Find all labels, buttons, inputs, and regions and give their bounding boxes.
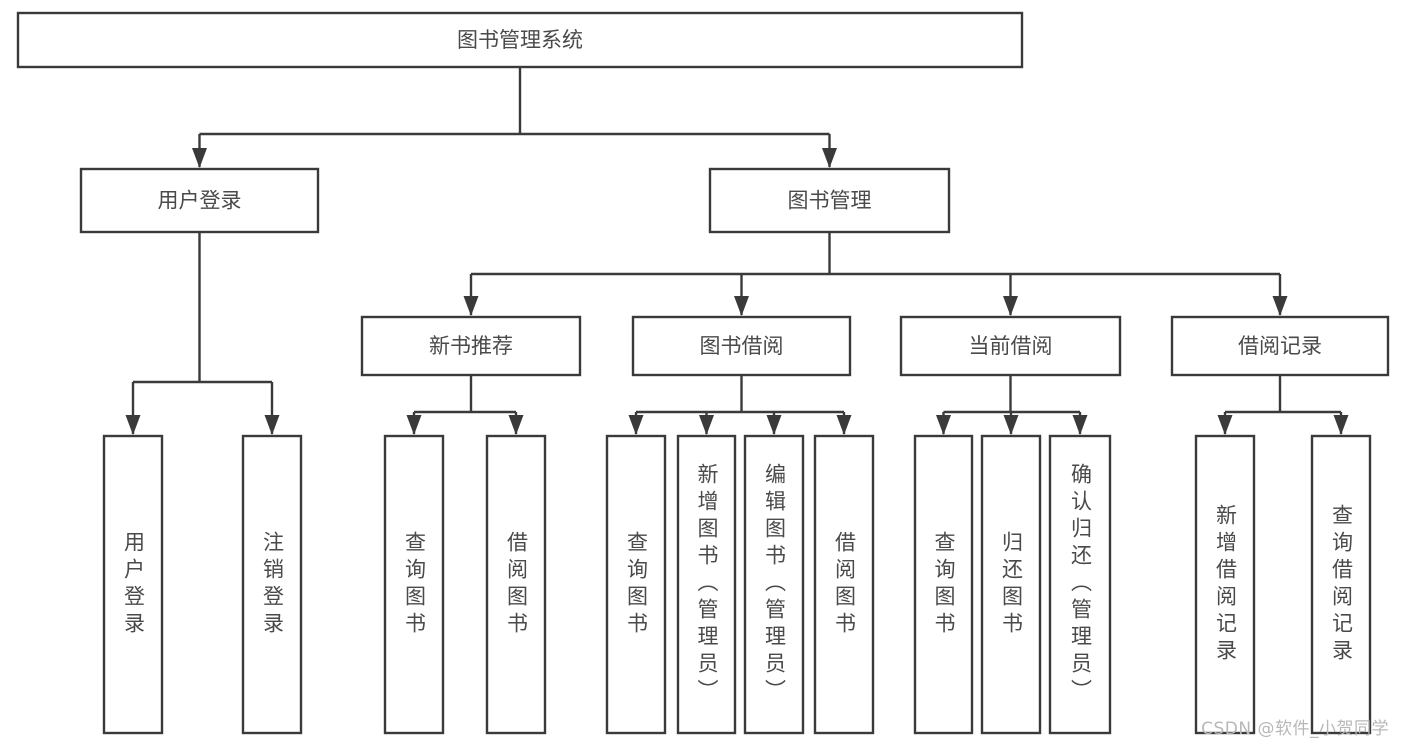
leaf-node-5-box[interactable] [676, 434, 737, 735]
level2-node-0-box[interactable] [79, 167, 320, 234]
leaf-node-4-box[interactable] [605, 434, 667, 735]
leaf-node-7-box[interactable] [813, 434, 875, 735]
arrow-down-icon [836, 415, 852, 435]
leaf-node-10-box[interactable] [1048, 434, 1112, 735]
leaf-node-1-box[interactable] [241, 434, 303, 735]
arrow-down-icon [822, 148, 837, 168]
arrow-down-icon [936, 415, 951, 435]
level2-node-1-label: 图书管理 [788, 189, 872, 213]
arrow-down-icon [1272, 296, 1288, 316]
level3-node-0-label: 新书推荐 [429, 334, 513, 358]
csdn-watermark: CSDN @软件_小贺同学 [1201, 719, 1389, 739]
arrow-down-icon [1217, 415, 1233, 435]
connectors-layer [125, 67, 1349, 435]
root-node-图书管理系统-box[interactable] [16, 11, 1024, 69]
leaf-node-12-box[interactable] [1310, 434, 1372, 735]
leaf-node-6-box[interactable] [743, 434, 805, 735]
arrow-down-icon [125, 415, 141, 435]
level3-node-0-box[interactable] [360, 315, 582, 377]
leaf-node-9-box[interactable] [980, 434, 1042, 735]
boxes-layer [16, 11, 1390, 735]
arrow-down-icon [1003, 296, 1018, 316]
arrow-down-icon [508, 415, 524, 435]
level3-node-2-label: 当前借阅 [969, 334, 1053, 358]
arrow-down-icon [734, 296, 749, 316]
arrow-down-icon [264, 415, 280, 435]
leaf-node-3-box[interactable] [485, 434, 547, 735]
leaf-node-2-box[interactable] [383, 434, 445, 735]
arrow-down-icon [1003, 415, 1019, 435]
arrow-down-icon [699, 415, 714, 435]
arrow-down-icon [192, 148, 207, 168]
leaf-node-11-box[interactable] [1194, 434, 1256, 735]
level3-node-3-label: 借阅记录 [1238, 334, 1322, 358]
level3-node-3-box[interactable] [1170, 315, 1390, 377]
leaf-node-0-box[interactable] [102, 434, 164, 735]
arrow-down-icon [766, 415, 782, 435]
level3-node-1-label: 图书借阅 [700, 334, 784, 358]
leaf-node-8-box[interactable] [913, 434, 974, 735]
level2-node-0-label: 用户登录 [158, 189, 242, 213]
arrow-down-icon [406, 415, 422, 435]
level3-node-2-box[interactable] [899, 315, 1122, 377]
arrow-down-icon [463, 296, 479, 316]
level3-node-1-box[interactable] [631, 315, 852, 377]
arrow-down-icon [1072, 415, 1088, 435]
root-node-图书管理系统-label: 图书管理系统 [457, 28, 583, 52]
arrow-down-icon [1333, 415, 1349, 435]
level2-node-1-box[interactable] [708, 167, 951, 234]
arrow-down-icon [628, 415, 644, 435]
